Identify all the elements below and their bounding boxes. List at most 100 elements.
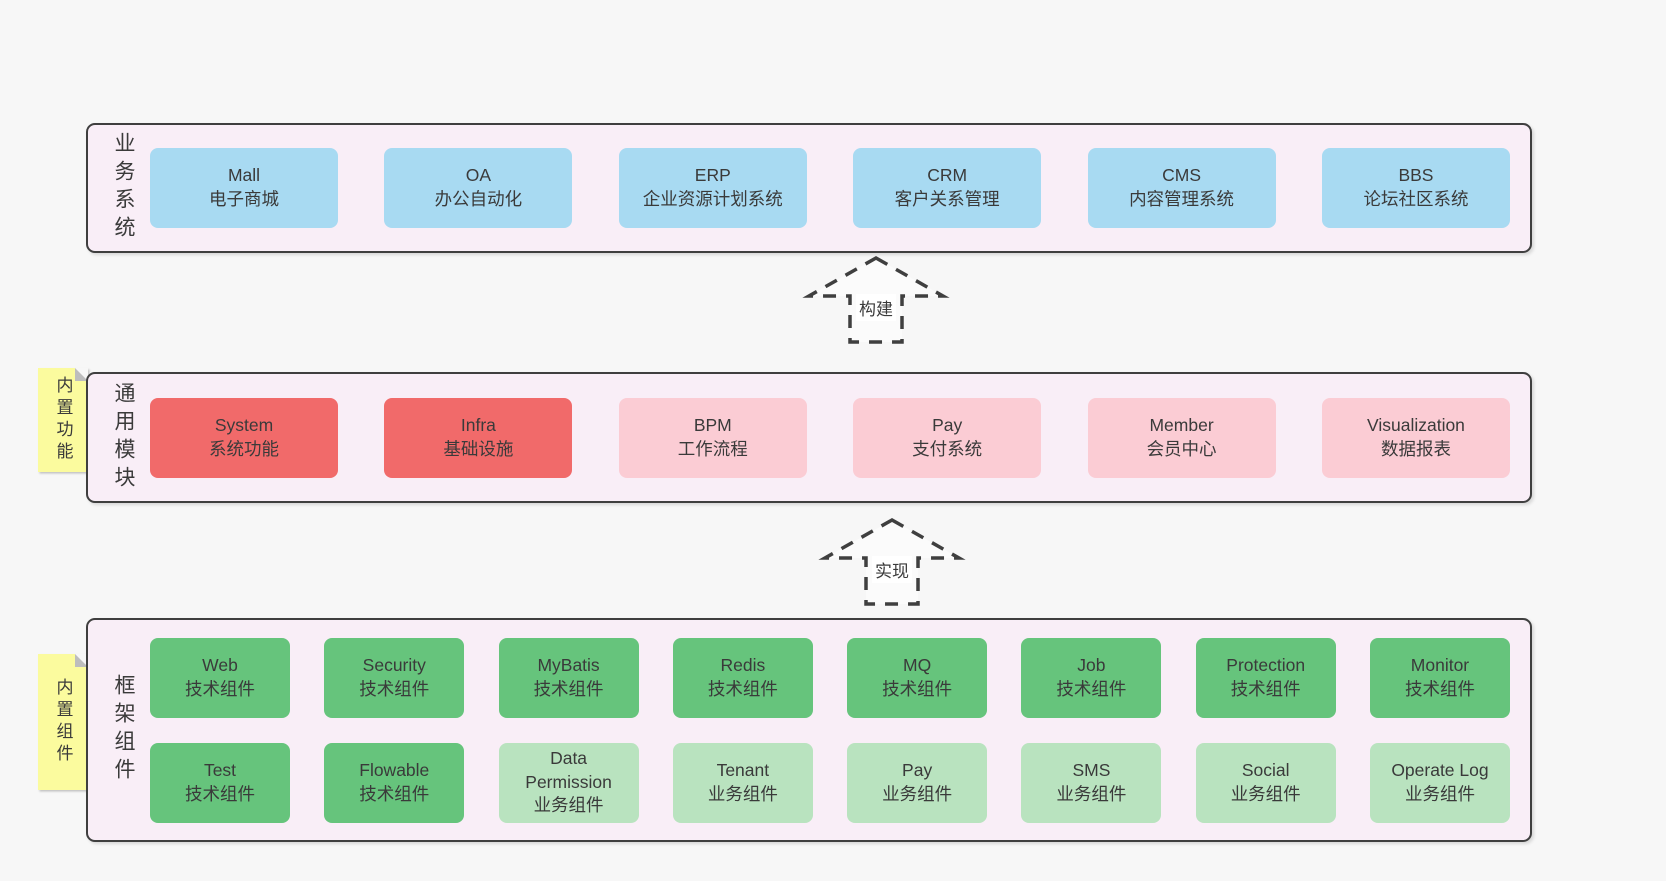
band-label-common-modules: 通用模块 xyxy=(112,381,135,494)
box-subtitle: 内容管理系统 xyxy=(1129,189,1235,209)
module-box-crm: CRM 客户关系管理 xyxy=(853,148,1042,228)
folded-corner-icon xyxy=(75,368,88,381)
arrow-implement-label: 实现 xyxy=(872,556,912,583)
band-label-framework-components: 框架组件 xyxy=(112,674,135,786)
box-title: MyBatis xyxy=(537,654,600,675)
framework-components-row-2: Test 技术组件 Flowable 技术组件 Data Permission … xyxy=(150,742,1510,823)
sticky-note-built-in-features: 内置功能 xyxy=(38,368,88,472)
component-box-protection: Protection 技术组件 xyxy=(1195,637,1336,718)
box-title: Test xyxy=(203,759,237,780)
component-box-social: Social 业务组件 xyxy=(1195,742,1336,823)
component-box-job: Job 技术组件 xyxy=(1021,637,1162,718)
box-subtitle: 技术组件 xyxy=(1230,678,1301,699)
component-box-pay: Pay 业务组件 xyxy=(847,742,988,823)
box-subtitle: 业务组件 xyxy=(707,783,778,804)
component-box-test: Test 技术组件 xyxy=(150,742,290,823)
band-framework-components: 框架组件 Web 技术组件 Security 技术组件 MyBatis 技术组件… xyxy=(86,618,1532,842)
component-box-mybatis: MyBatis 技术组件 xyxy=(498,637,639,718)
box-title: Protection xyxy=(1226,654,1306,675)
box-subtitle: 工作流程 xyxy=(677,438,748,459)
box-title: CRM xyxy=(927,165,968,186)
box-subtitle: 技术组件 xyxy=(533,678,604,699)
box-subtitle: 会员中心 xyxy=(1146,438,1217,459)
box-title: Monitor xyxy=(1410,654,1470,675)
module-box-infra: Infra 基础设施 xyxy=(384,397,573,478)
box-title: Operate Log xyxy=(1391,759,1489,780)
box-subtitle: 技术组件 xyxy=(1056,678,1127,699)
box-title: Security xyxy=(362,654,426,675)
box-title: Mall xyxy=(227,165,261,186)
box-title: Infra xyxy=(460,414,496,435)
box-subtitle: 业务组件 xyxy=(1056,783,1127,804)
box-title: Redis xyxy=(720,654,766,675)
band-common-modules-boxes: System 系统功能 Infra 基础设施 BPM 工作流程 Pay 支付系统… xyxy=(150,397,1510,478)
component-box-redis: Redis 技术组件 xyxy=(672,637,813,718)
box-title: Social xyxy=(1241,759,1290,780)
box-subtitle: 电子商城 xyxy=(209,189,279,209)
box-subtitle: 技术组件 xyxy=(882,678,953,699)
box-title: BPM xyxy=(693,414,732,435)
box-title: Job xyxy=(1077,654,1106,675)
band-common-modules: 通用模块 System 系统功能 Infra 基础设施 BPM 工作流程 Pay… xyxy=(86,372,1532,503)
module-box-pay: Pay 支付系统 xyxy=(853,397,1042,478)
box-subtitle: 系统功能 xyxy=(209,438,279,459)
box-subtitle: 业务组件 xyxy=(533,795,604,816)
band-label-business-systems: 业务系统 xyxy=(112,132,135,244)
box-title: OA xyxy=(465,165,492,186)
box-title: Data Permission xyxy=(525,747,612,792)
module-box-bpm: BPM 工作流程 xyxy=(618,397,807,478)
box-subtitle: 数据报表 xyxy=(1380,438,1451,459)
component-box-data-permission: Data Permission 业务组件 xyxy=(498,742,639,823)
box-subtitle: 业务组件 xyxy=(882,783,953,804)
box-subtitle: 客户关系管理 xyxy=(894,189,1000,209)
band-business-systems: 业务系统 Mall 电子商城 OA 办公自动化 ERP 企业资源计划系统 CRM… xyxy=(86,123,1532,253)
band-framework-components-rows: Web 技术组件 Security 技术组件 MyBatis 技术组件 Redi… xyxy=(150,637,1510,823)
sticky-note-text: 内置组件 xyxy=(53,678,73,766)
box-subtitle: 业务组件 xyxy=(1230,783,1301,804)
box-title: System xyxy=(214,414,274,435)
box-title: Pay xyxy=(902,759,933,780)
component-box-tenant: Tenant 业务组件 xyxy=(672,742,813,823)
module-box-system: System 系统功能 xyxy=(150,397,338,478)
component-box-web: Web 技术组件 xyxy=(150,637,290,718)
module-box-mall: Mall 电子商城 xyxy=(150,148,338,228)
module-box-erp: ERP 企业资源计划系统 xyxy=(618,148,807,228)
component-box-sms: SMS 业务组件 xyxy=(1021,742,1162,823)
box-title: Flowable xyxy=(359,759,430,780)
box-title: Tenant xyxy=(716,759,770,780)
box-subtitle: 技术组件 xyxy=(185,783,255,804)
arrow-build: 构建 xyxy=(802,255,950,344)
arrow-implement: 实现 xyxy=(818,517,966,606)
band-business-systems-boxes: Mall 电子商城 OA 办公自动化 ERP 企业资源计划系统 CRM 客户关系… xyxy=(150,148,1510,228)
module-box-member: Member 会员中心 xyxy=(1087,397,1276,478)
box-subtitle: 办公自动化 xyxy=(434,189,523,209)
framework-components-row-1: Web 技术组件 Security 技术组件 MyBatis 技术组件 Redi… xyxy=(150,637,1510,718)
component-box-security: Security 技术组件 xyxy=(324,637,465,718)
box-title: CMS xyxy=(1162,165,1201,186)
box-title: Pay xyxy=(932,414,963,435)
box-subtitle: 论坛社区系统 xyxy=(1363,189,1469,209)
component-box-monitor: Monitor 技术组件 xyxy=(1369,637,1510,718)
box-subtitle: 支付系统 xyxy=(912,438,983,459)
box-title: BBS xyxy=(1398,165,1434,186)
box-title: Visualization xyxy=(1366,414,1465,435)
component-box-operate-log: Operate Log 业务组件 xyxy=(1369,742,1510,823)
box-subtitle: 技术组件 xyxy=(1404,678,1475,699)
component-box-flowable: Flowable 技术组件 xyxy=(324,742,465,823)
box-title: SMS xyxy=(1072,759,1111,780)
box-subtitle: 业务组件 xyxy=(1404,783,1475,804)
folded-corner-icon xyxy=(75,654,88,667)
box-title: ERP xyxy=(694,165,731,186)
arrow-build-label: 构建 xyxy=(856,294,896,321)
component-box-mq: MQ 技术组件 xyxy=(847,637,988,718)
module-box-oa: OA 办公自动化 xyxy=(384,148,573,228)
box-subtitle: 技术组件 xyxy=(185,678,255,699)
module-box-visualization: Visualization 数据报表 xyxy=(1321,397,1510,478)
box-title: Member xyxy=(1149,414,1214,435)
box-title: Web xyxy=(202,654,238,675)
box-subtitle: 技术组件 xyxy=(707,678,778,699)
box-subtitle: 技术组件 xyxy=(359,678,430,699)
box-title: MQ xyxy=(903,654,932,675)
box-subtitle: 技术组件 xyxy=(359,783,430,804)
box-subtitle: 基础设施 xyxy=(443,438,514,459)
